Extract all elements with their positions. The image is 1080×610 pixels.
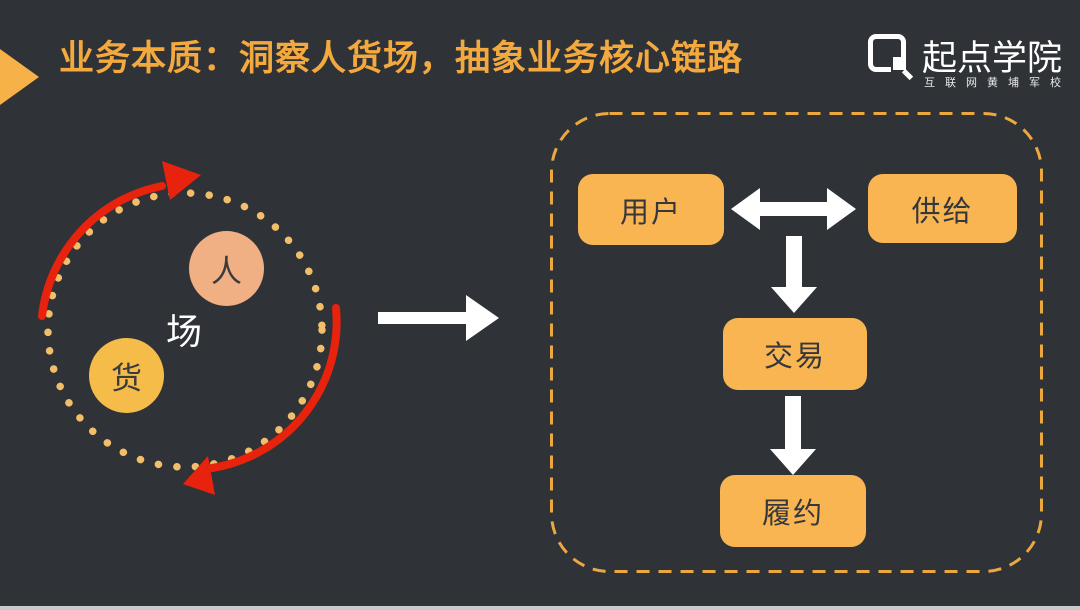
flow-node-user: 用户 [578, 174, 724, 245]
goods-label: 货 [111, 361, 142, 396]
cycle-red-arc-bottom-icon [208, 304, 341, 472]
person-label: 人 [211, 254, 242, 289]
flow-node-supply: 供给 [868, 174, 1017, 243]
user-supply-double-arrow-icon [731, 188, 856, 230]
slide-title: 业务本质：洞察人货场，抽象业务核心链路 [59, 39, 744, 78]
venue-label: 场 [166, 311, 203, 352]
flow-node-user-label: 用户 [619, 196, 682, 229]
flow-node-supply-label: 供给 [911, 195, 974, 228]
flow-node-trade: 交易 [723, 318, 867, 390]
person-circle: 人 [189, 231, 264, 306]
down-arrow-to-trade-icon [771, 236, 817, 313]
cycle-red-arrowhead-bottom-icon [183, 456, 215, 495]
logo-tagline: 互联网黄埔军校 [924, 77, 1071, 89]
cycle-red-arc-top-icon [38, 182, 166, 320]
logo-name: 起点学院 [922, 39, 1063, 78]
goods-circle: 货 [89, 338, 164, 413]
flow-node-trade-label: 交易 [763, 341, 826, 373]
cycle-red-arrowhead-top-icon [162, 161, 201, 200]
qidian-square-q-icon [868, 34, 914, 81]
title-accent-triangle [0, 49, 39, 105]
cycle-dotted-circle [44, 189, 326, 471]
qidian-logo: 起点学院 互联网黄埔军校 [866, 30, 1066, 90]
down-arrow-to-fulfill-icon [770, 396, 816, 475]
flow-node-fulfill: 履约 [720, 475, 866, 547]
main-right-arrow-icon [378, 295, 499, 341]
flow-node-fulfill-label: 履约 [761, 498, 824, 530]
flowchart-dashed-frame [550, 112, 1043, 573]
bottom-edge-strip [0, 606, 1080, 610]
